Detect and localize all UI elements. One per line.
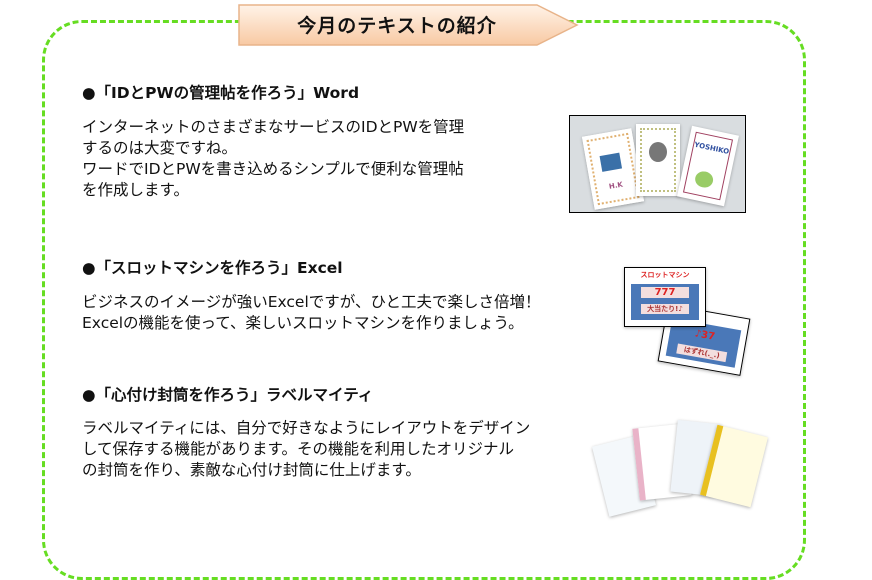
envelope-image [592,418,768,518]
notebook-image: H.K YOSHIKO [569,115,746,213]
section-body-labelmighty: ラベルマイティには、自分で好きなようにレイアウトをデザイン して保存する機能があ… [82,419,531,479]
page-title: 今月のテキストの紹介 [297,15,497,37]
section-heading-labelmighty: ●「心付け封筒を作ろう」ラベルマイティ [82,386,374,404]
section-body-excel: ビジネスのイメージが強いExcelですが、ひと工夫で楽しさ倍増！ Excelの機… [82,293,541,332]
section-heading-word: ●「IDとPWの管理帖を作ろう」Word [82,84,360,102]
section-heading-excel: ●「スロットマシンを作ろう」Excel [82,259,343,277]
section-body-word: インターネットのさまざまなサービスのIDとPWを管理 するのは大変ですね。 ワー… [82,118,465,199]
title-banner: 今月のテキストの紹介 [237,3,580,46]
